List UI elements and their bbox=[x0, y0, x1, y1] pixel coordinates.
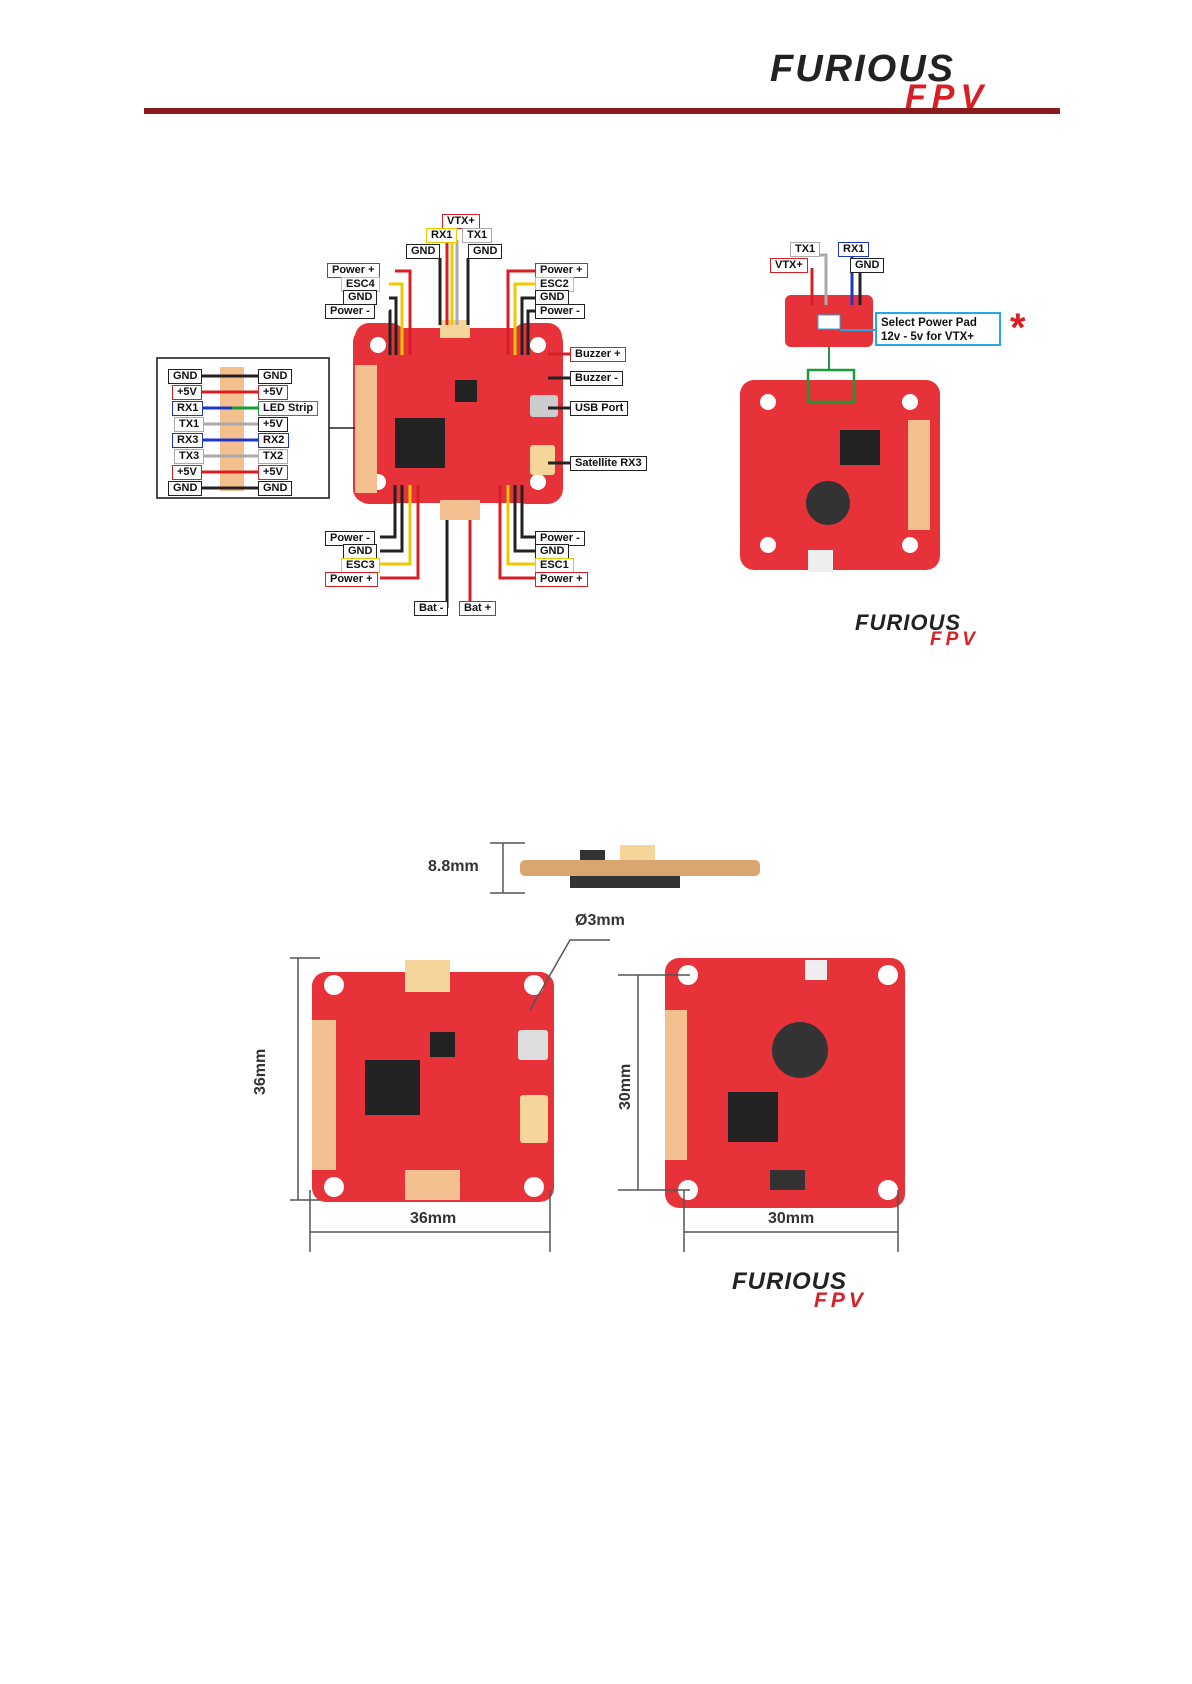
pdb-label-gnd: GND bbox=[850, 258, 885, 273]
side-left-tx3: TX3 bbox=[174, 449, 205, 464]
brand-logo-mid-text: FURIOUS bbox=[855, 610, 961, 635]
label-right-gnd: GND bbox=[535, 290, 570, 305]
side-right-5v-1: +5V bbox=[258, 385, 288, 400]
dim-pdb-horizontal: 30mm bbox=[768, 1210, 815, 1227]
side-right-5v-3: +5V bbox=[258, 465, 288, 480]
side-left-5v-1: +5V bbox=[172, 385, 202, 400]
brand-logo-mid-sub: FPV bbox=[930, 629, 979, 650]
label-left-power-minus: Power - bbox=[325, 304, 375, 319]
label-buzzer-minus: Buzzer - bbox=[570, 371, 623, 386]
brand-logo-header: FURIOUS FPV bbox=[770, 48, 1050, 114]
label-br-power-plus: Power + bbox=[535, 572, 588, 587]
header-rule bbox=[144, 108, 1060, 114]
label-vtx-plus: VTX+ bbox=[442, 214, 480, 229]
side-right-led-strip: LED Strip bbox=[258, 401, 319, 416]
side-pin-header bbox=[220, 367, 244, 491]
fc-board-top bbox=[353, 320, 563, 520]
dim-fc-vertical: 36mm bbox=[252, 1048, 269, 1095]
label-br-esc1: ESC1 bbox=[535, 558, 574, 573]
label-rx1: RX1 bbox=[426, 228, 458, 243]
label-br-power-minus: Power - bbox=[535, 531, 585, 546]
side-left-gnd-2: GND bbox=[168, 481, 203, 496]
side-view-board bbox=[490, 842, 760, 894]
pdb-label-vtx-plus: VTX+ bbox=[770, 258, 808, 273]
pdb-label-rx1: RX1 bbox=[838, 242, 870, 257]
pdb-label-tx1: TX1 bbox=[790, 242, 821, 257]
label-usb-port: USB Port bbox=[570, 401, 629, 416]
pdb-select-line1: Select Power Pad bbox=[881, 317, 977, 329]
label-bat-minus: Bat - bbox=[414, 601, 449, 616]
label-bl-esc3: ESC3 bbox=[341, 558, 380, 573]
brand-logo-text: FURIOUS bbox=[770, 48, 955, 90]
side-left-rx3: RX3 bbox=[172, 433, 204, 448]
dim-hole: Ø3mm bbox=[575, 912, 625, 929]
label-satellite-rx3: Satellite RX3 bbox=[570, 456, 647, 471]
fc-board-bottom bbox=[312, 960, 554, 1202]
label-buzzer-plus: Buzzer + bbox=[570, 347, 626, 362]
dim-height: 8.8mm bbox=[428, 858, 479, 875]
side-left-5v-2: +5V bbox=[172, 465, 202, 480]
label-gnd-top-right: GND bbox=[468, 244, 503, 259]
side-right-rx2: RX2 bbox=[258, 433, 290, 448]
label-bl-power-plus: Power + bbox=[325, 572, 378, 587]
dim-pdb-vertical: 30mm bbox=[617, 1063, 634, 1110]
pdb-board-bottom bbox=[665, 958, 905, 1208]
side-left-tx1: TX1 bbox=[174, 417, 205, 432]
side-left-rx1: RX1 bbox=[172, 401, 204, 416]
label-right-power-plus: Power + bbox=[535, 263, 588, 278]
label-bat-plus: Bat + bbox=[459, 601, 497, 616]
label-tx1: TX1 bbox=[462, 228, 493, 243]
side-pin-wires bbox=[198, 374, 258, 490]
label-br-gnd: GND bbox=[535, 544, 570, 559]
side-right-tx2: TX2 bbox=[258, 449, 289, 464]
asterisk-note: * bbox=[1010, 306, 1026, 350]
pdb-select-line2: 12v - 5v for VTX+ bbox=[881, 331, 974, 343]
label-bl-gnd: GND bbox=[343, 544, 378, 559]
label-left-esc4: ESC4 bbox=[341, 277, 380, 292]
fc-bottom-wires bbox=[380, 485, 535, 608]
label-left-power-plus: Power + bbox=[327, 263, 380, 278]
brand-logo-bottom: FURIOUS FPV bbox=[732, 1270, 912, 1315]
brand-logo-mid: FURIOUS FPV bbox=[855, 612, 1015, 652]
side-right-5v-2: +5V bbox=[258, 417, 288, 432]
pdb-select-box: Select Power Pad 12v - 5v for VTX+ bbox=[875, 312, 1001, 346]
pdb-board-top bbox=[740, 295, 940, 572]
pdb-dimension-lines bbox=[618, 974, 899, 1252]
side-right-gnd-1: GND bbox=[258, 369, 293, 384]
label-right-power-minus: Power - bbox=[535, 304, 585, 319]
label-bl-power-minus: Power - bbox=[325, 531, 375, 546]
dim-fc-horizontal: 36mm bbox=[410, 1210, 457, 1227]
fc-dimension-lines bbox=[290, 939, 610, 1252]
label-gnd-top-left: GND bbox=[406, 244, 441, 259]
brand-logo-bottom-text: FURIOUS bbox=[732, 1268, 847, 1295]
side-right-gnd-2: GND bbox=[258, 481, 293, 496]
side-left-gnd-1: GND bbox=[168, 369, 203, 384]
brand-logo-bottom-sub: FPV bbox=[814, 1289, 867, 1312]
label-left-gnd: GND bbox=[343, 290, 378, 305]
